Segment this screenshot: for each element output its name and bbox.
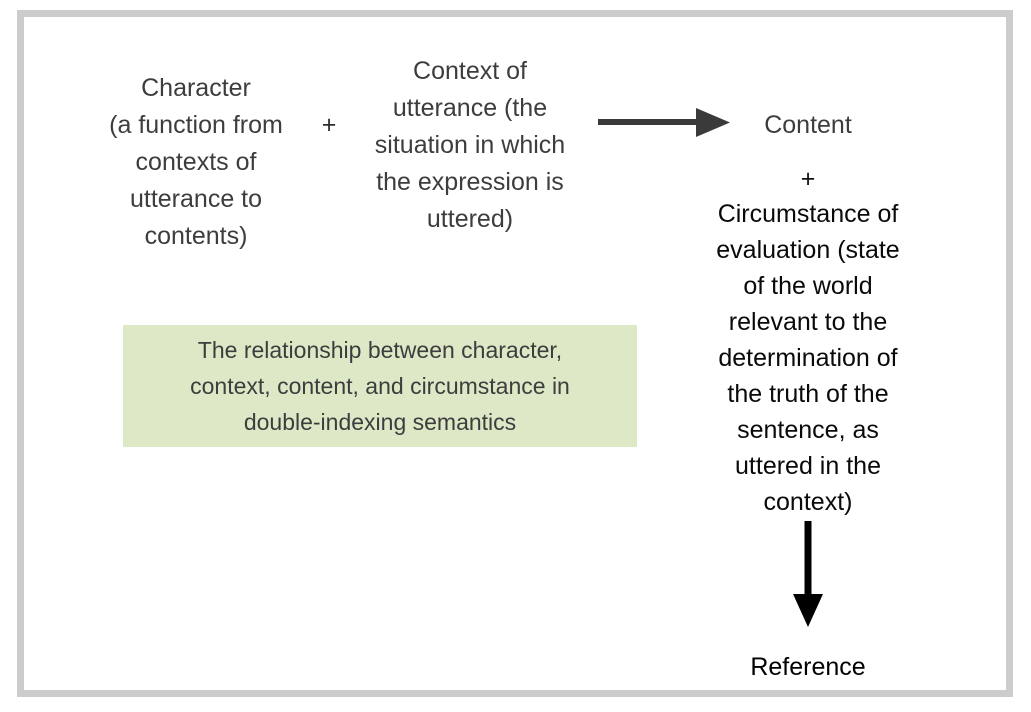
arrow-right-icon (598, 108, 730, 137)
plus-operator-left: + (321, 111, 337, 139)
caption-text: The relationship between character, cont… (190, 337, 570, 435)
context-node: Context of utterance (the situation in w… (374, 57, 566, 233)
content-node: Content (764, 111, 852, 139)
character-node: Character (a function from contexts of u… (109, 74, 283, 250)
arrow-down-icon (793, 521, 823, 627)
reference-node: Reference (750, 653, 866, 681)
circumstance-node: Circumstance of evaluation (state of the… (716, 200, 900, 516)
caption-box: The relationship between character, cont… (123, 325, 637, 447)
plus-operator-right: + (800, 165, 816, 193)
